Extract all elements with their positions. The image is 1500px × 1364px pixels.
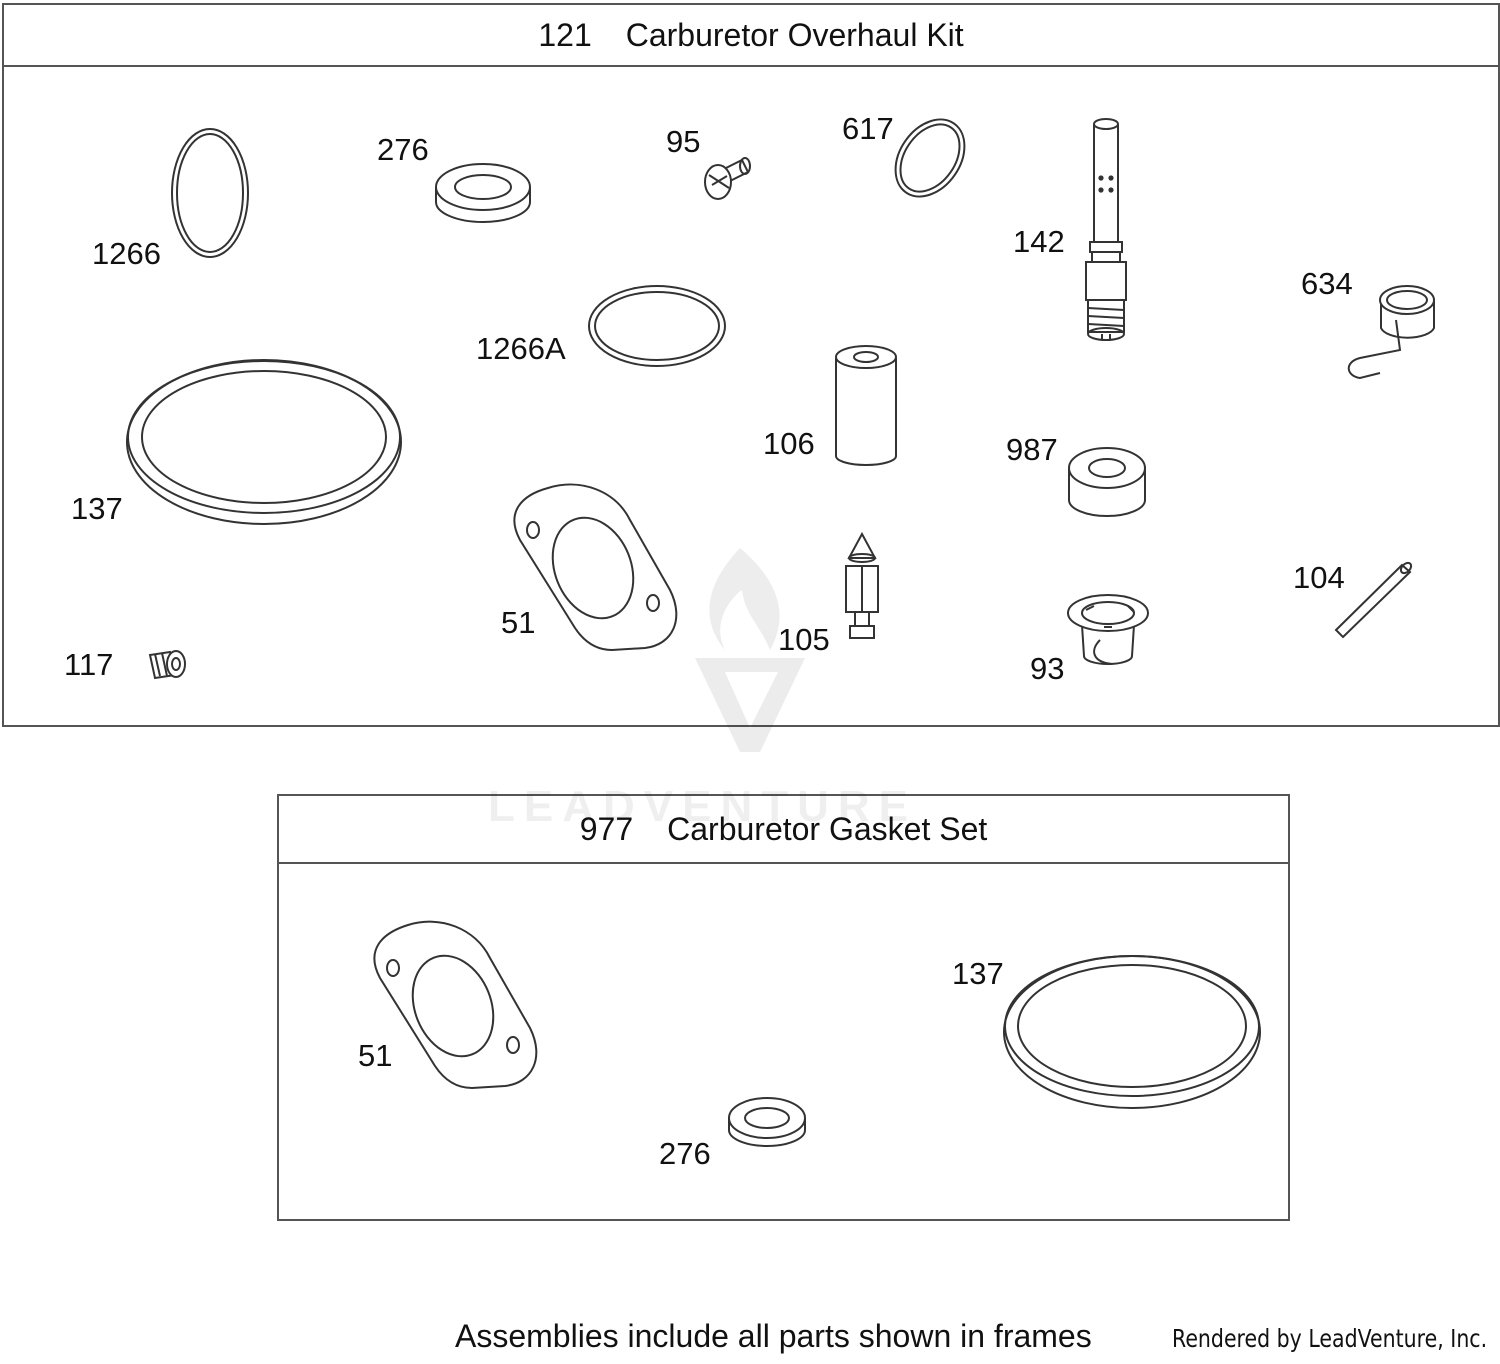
label-93[interactable]: 93 xyxy=(1030,651,1065,686)
part-51-drawing xyxy=(513,483,678,652)
label-51[interactable]: 51 xyxy=(501,605,536,640)
label-gasket-137[interactable]: 137 xyxy=(952,956,1004,991)
label-gasket-51[interactable]: 51 xyxy=(358,1038,393,1073)
footer-note: Assemblies include all parts shown in fr… xyxy=(455,1318,1092,1354)
gasket-276-drawing xyxy=(728,1097,806,1147)
label-105[interactable]: 105 xyxy=(778,622,830,657)
part-137-drawing xyxy=(126,359,402,525)
gasket-set-title: Carburetor Gasket Set xyxy=(667,810,988,847)
label-gasket-276[interactable]: 276 xyxy=(659,1136,711,1171)
label-987[interactable]: 987 xyxy=(1006,432,1058,467)
gasket-set-number: 977 xyxy=(579,810,634,847)
label-276[interactable]: 276 xyxy=(377,132,429,167)
label-117[interactable]: 117 xyxy=(64,647,114,682)
gasket-137-drawing xyxy=(1003,955,1261,1109)
part-1266-drawing xyxy=(171,128,249,258)
label-1266a[interactable]: 1266A xyxy=(476,331,566,366)
label-1266[interactable]: 1266 xyxy=(92,236,161,271)
overhaul-kit-title: Carburetor Overhaul Kit xyxy=(625,16,964,53)
gasket-set-header: 977 Carburetor Gasket Set xyxy=(279,796,1288,864)
label-137[interactable]: 137 xyxy=(71,491,123,526)
label-617[interactable]: 617 xyxy=(842,111,894,146)
part-105-drawing xyxy=(845,531,879,639)
gasket-set-frame: 977 Carburetor Gasket Set xyxy=(277,794,1290,1221)
overhaul-kit-number: 121 xyxy=(538,16,592,53)
part-1266a-drawing xyxy=(588,285,726,367)
part-276-drawing xyxy=(435,163,531,223)
part-95-drawing xyxy=(704,157,751,200)
overhaul-kit-frame: 121 Carburetor Overhaul Kit xyxy=(2,3,1500,727)
footer-credit: Rendered by LeadVenture, Inc. xyxy=(1172,1324,1488,1353)
part-987-drawing xyxy=(1068,447,1146,517)
part-117-drawing xyxy=(148,650,186,680)
label-142[interactable]: 142 xyxy=(1013,224,1065,259)
label-634[interactable]: 634 xyxy=(1301,266,1353,301)
part-93-drawing xyxy=(1067,594,1149,665)
gasket-51-drawing xyxy=(373,920,538,1090)
label-95[interactable]: 95 xyxy=(666,124,701,159)
part-142-drawing xyxy=(1085,118,1127,341)
label-104[interactable]: 104 xyxy=(1293,560,1345,595)
overhaul-kit-header: 121 Carburetor Overhaul Kit xyxy=(4,5,1498,67)
label-106[interactable]: 106 xyxy=(763,426,815,461)
part-104-drawing xyxy=(1334,561,1413,639)
part-106-drawing xyxy=(835,345,897,466)
watermark-text: LEADVENTURE xyxy=(488,782,918,831)
part-634-drawing xyxy=(1347,285,1435,380)
part-617-drawing xyxy=(894,118,966,198)
